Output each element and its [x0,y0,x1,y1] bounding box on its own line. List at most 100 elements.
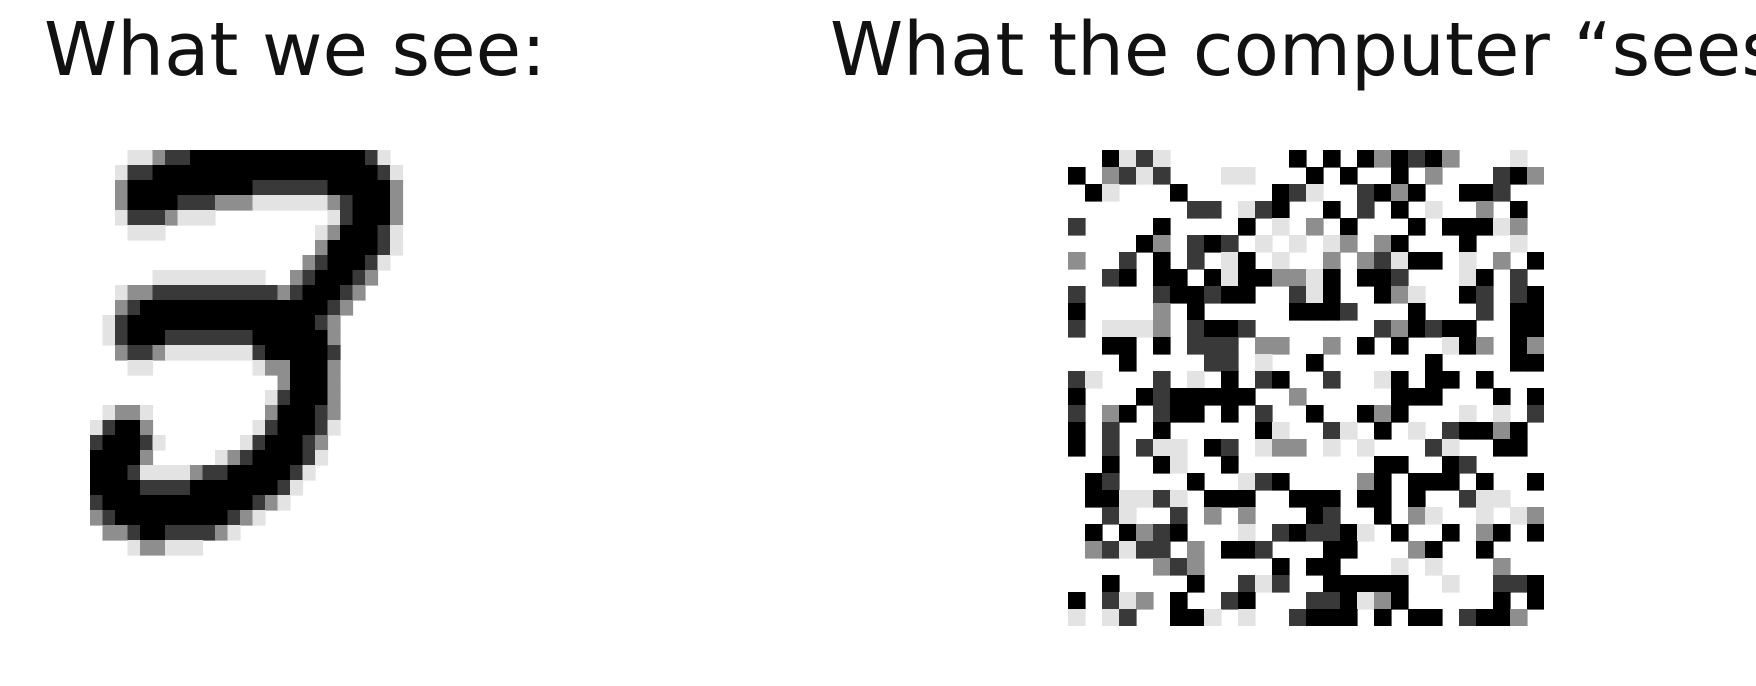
pixel [315,285,329,301]
pixel [265,405,279,421]
pixel [165,210,179,226]
pixel [277,180,291,196]
pixel [1425,507,1443,525]
pixel [1204,439,1222,457]
pixel [1238,201,1256,219]
pixel [327,195,341,211]
pixel [1357,592,1375,610]
pixel [215,315,229,331]
pixel [215,510,229,526]
pixel [1187,609,1205,626]
pixel [127,480,141,496]
pixel [202,525,216,541]
pixel [127,510,141,526]
pixel [1119,541,1137,559]
pixel [1493,439,1511,457]
pixel [152,285,166,301]
pixel [1170,439,1188,457]
pixel [1323,150,1341,168]
pixel [340,255,354,271]
pixel [1493,184,1511,202]
pixel [1272,218,1290,236]
pixel [1119,609,1137,626]
pixel [1238,524,1256,542]
pixel [1493,490,1511,508]
pixel [340,225,354,241]
pixel [365,255,379,271]
pixel [1289,524,1307,542]
pixel [1510,201,1528,219]
pixel [252,420,266,436]
pixel [1272,575,1290,593]
pixel [1510,354,1528,372]
pixel [1153,524,1171,542]
pixel [1255,575,1273,593]
pixel [1391,150,1409,168]
pixel [352,195,366,211]
pixel [152,345,166,361]
pixel [140,405,154,421]
pixel [252,495,266,511]
pixel [277,375,291,391]
pixel [227,180,241,196]
pixel [290,390,304,406]
pixel [152,300,166,316]
pixel [302,465,316,481]
pixel [1425,354,1443,372]
pixel [315,165,329,181]
pixel [290,150,304,166]
pixel [240,180,254,196]
pixel [302,300,316,316]
pixel [1255,473,1273,491]
pixel [1187,303,1205,321]
pixel [1340,575,1358,593]
pixel [127,300,141,316]
pixel [1510,235,1528,253]
pixel [1323,286,1341,304]
pixel [1119,320,1137,338]
pixel [1238,575,1256,593]
pixel [277,420,291,436]
pixel [277,360,291,376]
pixel [140,180,154,196]
pixel [165,195,179,211]
pixel [90,465,104,481]
pixel [290,270,304,286]
pixel [1153,235,1171,253]
pixel [1289,388,1307,406]
pixel [1493,524,1511,542]
pixel [152,210,166,226]
pixel [1289,303,1307,321]
pixel [1238,609,1256,626]
pixel [1187,541,1205,559]
pixel [1221,388,1239,406]
pixel [102,315,116,331]
pixel [1527,320,1544,338]
pixel [1187,371,1205,389]
pixel [202,495,216,511]
pixel [277,285,291,301]
pixel [277,330,291,346]
pixel [1068,320,1086,338]
pixel [1374,456,1392,474]
pixel [165,300,179,316]
pixel [1153,150,1171,168]
pixel [252,480,266,496]
pixel [1272,439,1290,457]
pixel [290,165,304,181]
pixel [190,210,204,226]
pixel [1442,524,1460,542]
pixel [202,465,216,481]
pixel [340,270,354,286]
pixel [277,165,291,181]
pixel [1153,286,1171,304]
pixel [102,465,116,481]
pixel [127,435,141,451]
pixel [115,495,129,511]
pixel [140,300,154,316]
pixel [115,525,129,541]
pixel [1204,388,1222,406]
pixel [1102,507,1120,525]
pixel [352,255,366,271]
pixel [152,435,166,451]
